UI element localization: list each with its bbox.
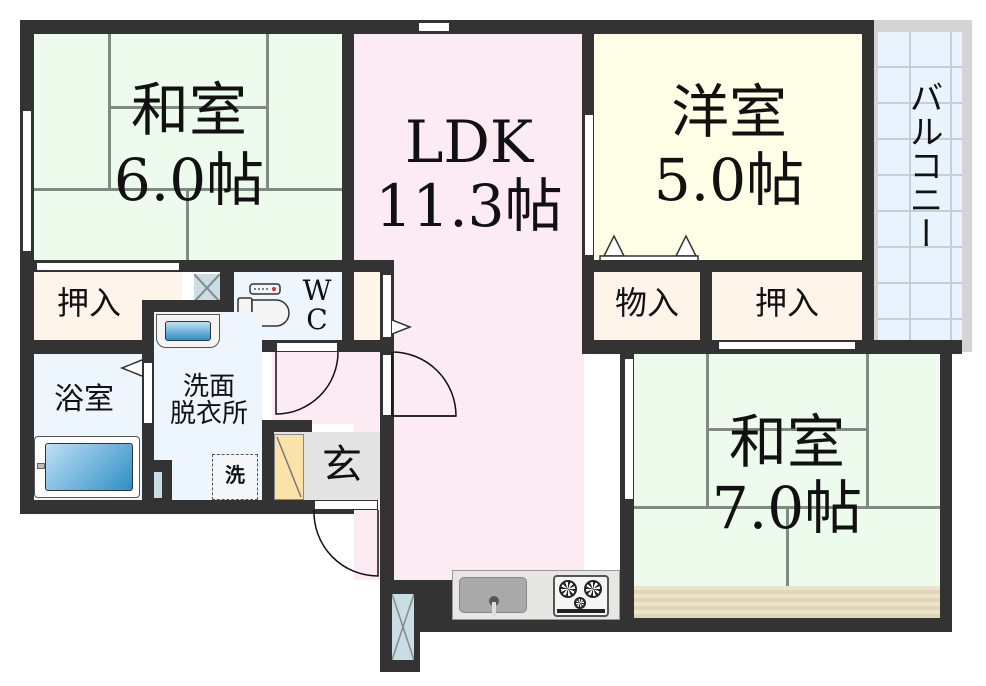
sliding-door-oshiire-a: [36, 262, 180, 271]
washbasin-icon[interactable]: [156, 314, 220, 348]
window-ldk-top: [418, 22, 450, 32]
room-washitsu-7: 和室 7.0帖: [634, 354, 940, 618]
wall-washroom-hall: [262, 420, 312, 432]
wall-washitsu7-right: [940, 340, 952, 632]
monoire-label: 物入: [614, 284, 679, 322]
closet-door-icon: [599, 234, 699, 262]
room-oshiire-b: 押入: [712, 272, 862, 340]
wc-door-swing[interactable]: [274, 350, 340, 416]
room-washroom: 洗面 脱衣所 洗: [154, 312, 262, 500]
bath-label: 浴室: [54, 382, 114, 417]
room-washitsu-6: 和室 6.0帖: [34, 34, 342, 260]
window-yoshitsu-left: [584, 114, 594, 256]
wc-label: W C: [302, 274, 332, 337]
yoshitsu-name: 洋室: [670, 78, 787, 146]
room-bath: 浴室: [34, 354, 142, 500]
balcony-label: バルコニー: [903, 80, 943, 250]
duct-icon: [193, 273, 221, 303]
washitsu-6-size: 6.0帖: [113, 146, 265, 214]
wall-bottom-right: [420, 618, 952, 632]
duct-icon-2: [154, 472, 162, 498]
washitsu-7-name: 和室: [728, 408, 845, 476]
wc-door-frame: [276, 342, 338, 352]
wall-wc-right: [342, 260, 354, 352]
ldk-door-swing[interactable]: [390, 350, 460, 420]
entrance-door-swing[interactable]: [312, 508, 380, 580]
ldk-name: LDK: [404, 108, 534, 176]
wall-yoshitsu-storage: [582, 260, 872, 272]
genkan-label: 玄: [322, 442, 362, 488]
room-monoire: 物入: [594, 272, 700, 340]
balcony: バルコニー: [872, 20, 972, 352]
window-washitsu-7-left: [624, 358, 634, 500]
entrance-door-frame: [314, 500, 378, 510]
pipe-space-icon: [391, 593, 415, 661]
wall-oshiire-bath: [20, 340, 150, 354]
room-yoshitsu-5: 洋室 5.0帖: [594, 34, 862, 262]
bath-door-arrow-icon: [120, 359, 143, 377]
door-arrow-icon: [392, 319, 413, 335]
window-washitsu-6-left: [22, 110, 32, 252]
wall-bottom-left: [20, 500, 392, 514]
wall-washitsu-ldk: [342, 20, 354, 270]
oshiire-a-label: 押入: [56, 284, 121, 322]
wall-oshiire-wash: [142, 300, 222, 312]
kitchen-counter: [452, 570, 620, 620]
balcony-floor: [878, 32, 962, 346]
room-genkan: 玄: [274, 432, 380, 500]
gas-stove-icon: [553, 575, 609, 617]
wall-yoshitsu-balcony: [862, 20, 874, 354]
wall-monoire-oshiire: [700, 272, 712, 342]
wall-washroom-right: [262, 420, 274, 512]
washer-label: 洗: [225, 463, 245, 487]
hall-closet: [354, 272, 380, 340]
shoe-cabinet-icon: [274, 434, 304, 500]
sliding-door-oshiire-b: [718, 341, 856, 350]
washitsu-6-name: 和室: [130, 76, 247, 144]
washroom-label: 洗面 脱衣所: [169, 372, 248, 430]
tokonoma: [634, 586, 940, 618]
yoshitsu-size: 5.0帖: [653, 146, 805, 214]
oshiire-b-label: 押入: [754, 284, 819, 322]
ldk-size: 11.3帖: [375, 172, 563, 240]
sink-icon: [459, 577, 527, 616]
washitsu-7-size: 7.0帖: [711, 474, 863, 542]
bath-door: [143, 362, 153, 424]
ldk-sliding-door: [382, 274, 392, 338]
bathtub-icon[interactable]: [34, 436, 140, 498]
washer-space: 洗: [212, 454, 258, 500]
